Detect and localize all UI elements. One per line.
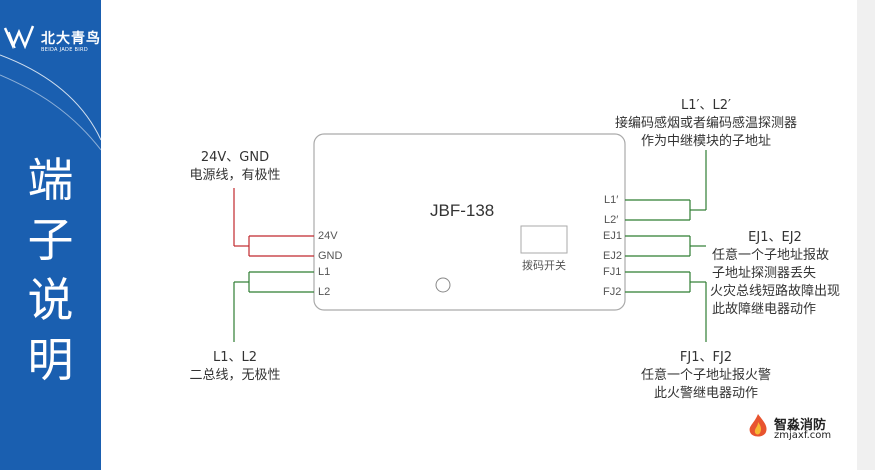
- brand-logo: 北大青鸟 BEIDA JADE BIRD: [3, 22, 101, 66]
- watermark-en: zmjaxf.com: [774, 430, 832, 441]
- fault-note-line4: 此故障继电器动作: [712, 302, 817, 317]
- sub-address-wires: [625, 150, 707, 221]
- pin-fj1: FJ1: [603, 266, 622, 278]
- bus-note-desc: 二总线，无极性: [189, 368, 281, 383]
- right-edge-strip: [857, 0, 875, 470]
- power-wires: [233, 188, 314, 257]
- sub-address-note-line1: 接编码感烟或者编码感温探测器: [614, 116, 797, 131]
- watermark-cn: 智淼消防: [774, 418, 827, 433]
- fault-relay-wires: [625, 235, 706, 257]
- pin-gnd: GND: [318, 250, 343, 262]
- sidebar-decoration: [0, 54, 101, 151]
- fire-note-line1: 任意一个子地址报火警: [640, 368, 771, 383]
- fire-note-line2: 此火警继电器动作: [653, 386, 758, 401]
- module-box: [313, 133, 626, 311]
- watermark: 智淼消防 zmjaxf.com: [744, 412, 844, 442]
- pin-l1: L1: [318, 266, 331, 278]
- power-note-desc: 电源线，有极性: [189, 168, 281, 183]
- dip-switch-label: 拨码开关: [522, 259, 566, 272]
- bus-wires: [233, 271, 314, 342]
- pin-l2-prime: L2′: [604, 214, 619, 226]
- fault-note-line1: 任意一个子地址报故: [712, 248, 830, 263]
- fault-note-title: EJ1、EJ2: [748, 230, 802, 245]
- fault-note-line3: 火灾总线短路故障出现: [710, 284, 841, 299]
- pin-l2: L2: [318, 286, 331, 298]
- sub-address-note-line2: 作为中继模块的子地址: [640, 134, 771, 149]
- bus-note-title: L1、L2: [212, 350, 258, 365]
- brand-name: 北大青鸟: [41, 31, 101, 47]
- mounting-hole: [435, 277, 451, 293]
- page-title: 端 子 说 明: [27, 153, 74, 387]
- fire-relay-wires: [625, 271, 707, 342]
- pin-fj2: FJ2: [603, 286, 622, 298]
- module-model: JBF-138: [430, 201, 495, 220]
- fault-note-line2: 子地址探测器丢失: [712, 266, 817, 281]
- pin-ej2: EJ2: [603, 250, 622, 262]
- fire-note-title: FJ1、FJ2: [679, 350, 733, 365]
- sidebar: 北大青鸟 BEIDA JADE BIRD 端 子 说 明: [0, 0, 101, 470]
- brand-subtitle: BEIDA JADE BIRD: [41, 47, 88, 53]
- pin-ej1: EJ1: [603, 230, 622, 242]
- flame-icon: [749, 414, 767, 437]
- sub-address-note-title: L1′、L2′: [681, 98, 731, 113]
- power-note-title: 24V、GND: [200, 150, 270, 165]
- dip-switch: [520, 225, 568, 254]
- bird-icon: [3, 25, 35, 50]
- pin-24v: 24V: [318, 230, 338, 242]
- pin-l1-prime: L1′: [604, 194, 619, 206]
